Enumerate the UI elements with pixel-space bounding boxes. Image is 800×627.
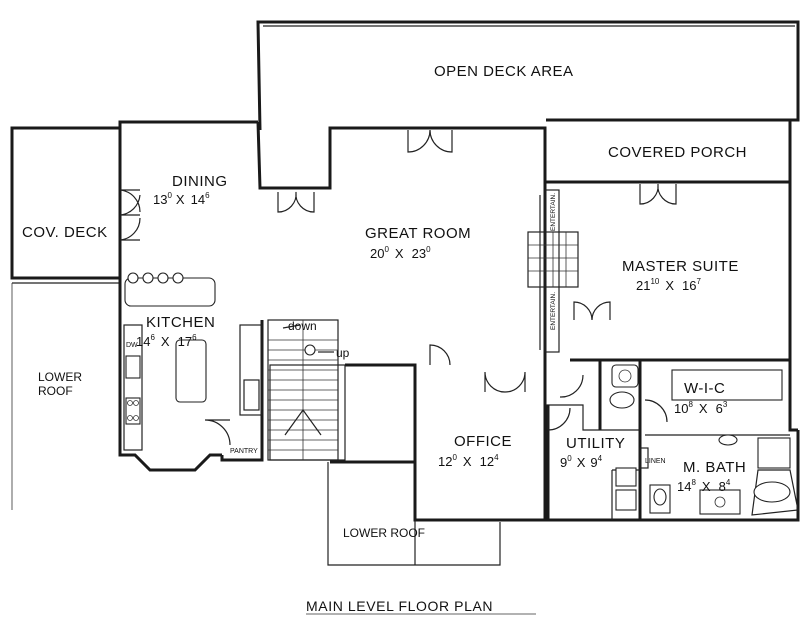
annotations: down up DW ENTERTAIN. ENTERTAIN. bbox=[126, 193, 557, 360]
interior-partitions bbox=[527, 189, 790, 520]
kitchen-label: KITCHEN bbox=[146, 314, 215, 331]
covered-porch-label: COVERED PORCH bbox=[608, 144, 747, 161]
stair bbox=[267, 319, 339, 461]
lower-roof-bottom-label: LOWER ROOF bbox=[343, 526, 425, 540]
doors bbox=[119, 129, 677, 446]
linen-label: LINEN bbox=[645, 458, 666, 465]
stair-up-label: up bbox=[336, 346, 350, 360]
m-bath-label: M. BATH bbox=[683, 459, 746, 476]
entertain-label-bottom: ENTERTAIN. bbox=[550, 292, 557, 330]
entertain-label-top: ENTERTAIN. bbox=[550, 193, 557, 231]
office-label: OFFICE bbox=[454, 433, 512, 450]
plan-caption: MAIN LEVEL FLOOR PLAN bbox=[306, 598, 493, 614]
pantry-label: PANTRY bbox=[230, 448, 258, 455]
dining-label: DINING bbox=[172, 173, 228, 190]
kitchen-fixtures bbox=[123, 272, 263, 451]
dw-label: DW bbox=[126, 342, 138, 349]
exterior-walls bbox=[10, 20, 800, 566]
bath-fixtures bbox=[609, 364, 799, 516]
stair-down-label: down bbox=[288, 319, 317, 333]
master-suite-label: MASTER SUITE bbox=[622, 258, 739, 275]
utility-label: UTILITY bbox=[566, 435, 625, 452]
cov-deck-label: COV. DECK bbox=[22, 224, 108, 241]
great-room-label: GREAT ROOM bbox=[365, 225, 471, 242]
wic-label: W-I-C bbox=[684, 380, 725, 397]
open-deck-label: OPEN DECK AREA bbox=[434, 63, 574, 80]
